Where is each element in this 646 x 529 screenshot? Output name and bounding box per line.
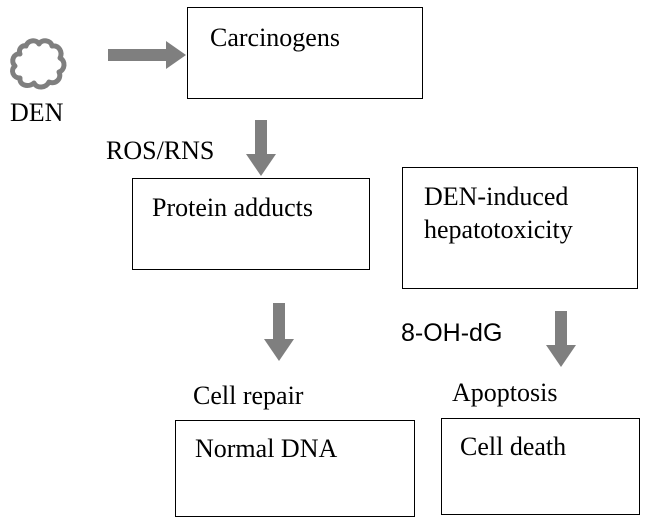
arrow-carcinogens-to-protein-adducts: [246, 120, 276, 176]
carcinogens-box: [187, 7, 423, 99]
den-label: DEN: [10, 98, 64, 127]
arrow-protein-adducts-to-normal-dna: [264, 303, 294, 361]
cell-death-box: [441, 418, 640, 515]
oh-dg-label: 8-OH-dG: [401, 319, 503, 347]
cell-death-label: Cell death: [460, 432, 567, 461]
arrow-hepatotoxicity-to-cell-death: [546, 311, 576, 367]
protein-adducts-box: [132, 178, 370, 270]
arrow-den-to-carcinogens: [108, 41, 186, 69]
protein-adducts-label: Protein adducts: [152, 193, 314, 222]
ros-rns-label: ROS/RNS: [106, 136, 215, 165]
normal-dna-label: Normal DNA: [195, 434, 338, 463]
cell-repair-label: Cell repair: [193, 381, 304, 410]
hepatotoxicity-box: [402, 167, 638, 289]
apoptosis-label: Apoptosis: [452, 378, 558, 407]
cloud-blob-icon: [10, 38, 67, 90]
normal-dna-box: [175, 420, 415, 517]
carcinogens-label: Carcinogens: [210, 23, 340, 52]
hepatotoxicity-label-line1: DEN-induced: [424, 182, 569, 211]
hepatotoxicity-label-line2: hepatotoxicity: [424, 215, 573, 244]
